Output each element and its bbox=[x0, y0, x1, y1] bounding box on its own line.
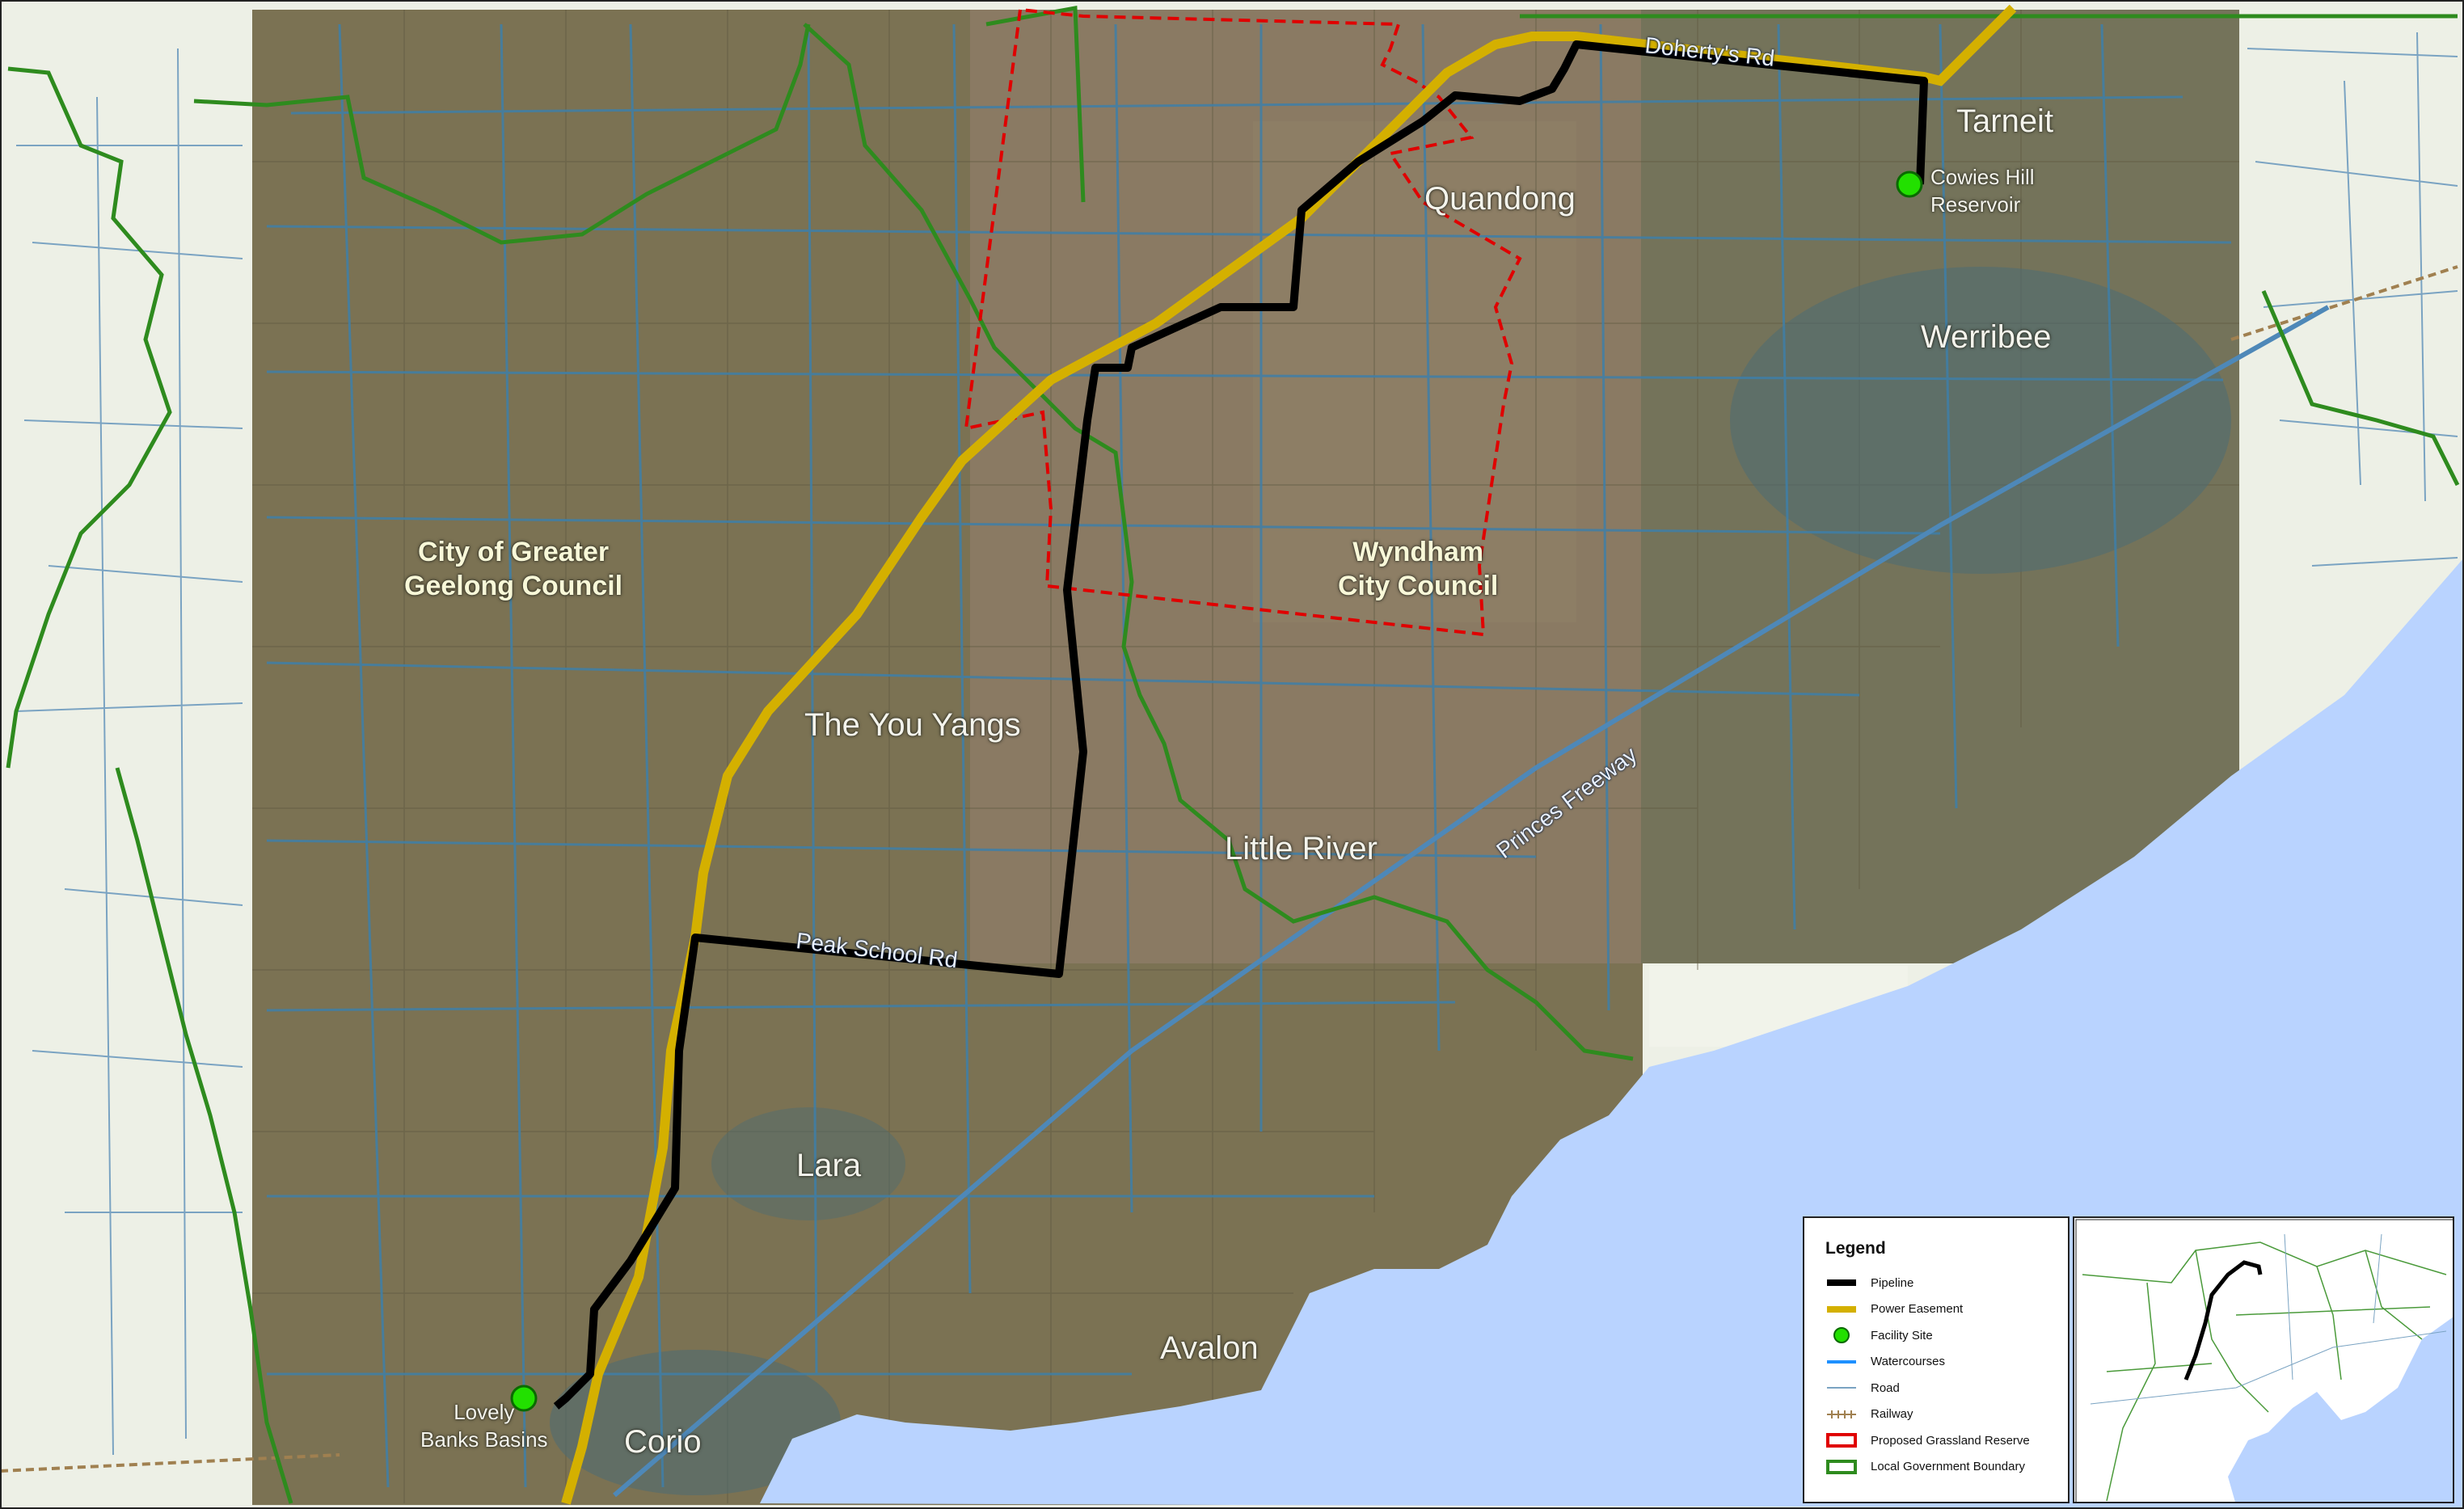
corio-urban bbox=[550, 1350, 841, 1495]
outer-roads bbox=[15, 32, 2458, 1456]
label-wyndham-council: Wyndham City Council bbox=[1338, 535, 1498, 603]
grassland-reserve-icon bbox=[1825, 1432, 1858, 1448]
label-lovely-banks: Lovely Banks Basins bbox=[420, 1398, 548, 1453]
label-geelong-council: City of Greater Geelong Council bbox=[404, 535, 622, 603]
power-easement-icon bbox=[1825, 1301, 1858, 1317]
label-tarneit: Tarneit bbox=[1956, 103, 2054, 139]
inset-lga-lines bbox=[2082, 1241, 2447, 1502]
legend-row-power-easement: Power Easement bbox=[1825, 1296, 2068, 1323]
label-lovely-banks-line2: Banks Basins bbox=[420, 1427, 548, 1452]
label-wyndham-council-line2: City Council bbox=[1338, 571, 1499, 601]
cowies-hill-facility-site[interactable] bbox=[1896, 171, 1923, 198]
label-avalon: Avalon bbox=[1160, 1330, 1259, 1366]
facility-site-icon bbox=[1825, 1327, 1858, 1344]
inset-pipeline bbox=[2183, 1260, 2263, 1380]
legend-row-grassland-reserve: Proposed Grassland Reserve bbox=[1825, 1427, 2068, 1454]
legend-row-lga-boundary: Local Government Boundary bbox=[1825, 1454, 2068, 1481]
roads-overlay bbox=[266, 23, 2232, 1488]
legend-label-pipeline: Pipeline bbox=[1871, 1275, 1914, 1290]
label-lovely-banks-line1: Lovely bbox=[454, 1400, 515, 1424]
grassland-reserve-boundary bbox=[964, 7, 1522, 637]
legend-label-facility-site: Facility Site bbox=[1871, 1328, 1933, 1343]
label-wyndham-council-line1: Wyndham bbox=[1352, 537, 1484, 567]
pipeline-line bbox=[553, 40, 1928, 1410]
label-lara: Lara bbox=[796, 1148, 862, 1183]
legend-title: Legend bbox=[1825, 1239, 1886, 1258]
railway-east bbox=[2230, 265, 2458, 341]
label-cowies-hill-line2: Reservoir bbox=[1930, 192, 2021, 217]
legend-label-road: Road bbox=[1871, 1380, 1900, 1395]
legend-row-watercourses: Watercourses bbox=[1825, 1349, 2068, 1376]
power-easement-line bbox=[561, 4, 2017, 1505]
inset-bay bbox=[2228, 1317, 2453, 1502]
inset-roads bbox=[2090, 1233, 2447, 1405]
lga-boundaries bbox=[6, 6, 2460, 1504]
legend-row-pipeline: Pipeline bbox=[1825, 1270, 2068, 1296]
road-icon bbox=[1825, 1380, 1858, 1396]
inset-locator-map bbox=[2073, 1216, 2454, 1503]
label-werribee: Werribee bbox=[1921, 319, 2052, 355]
pipeline-icon bbox=[1825, 1275, 1858, 1291]
label-you-yangs: The You Yangs bbox=[804, 707, 1021, 743]
watercourse-icon bbox=[1825, 1354, 1858, 1370]
label-cowies-hill: Cowies Hill Reservoir bbox=[1930, 163, 2035, 218]
legend-row-road: Road bbox=[1825, 1375, 2068, 1402]
lovely-banks-facility-site[interactable] bbox=[510, 1385, 538, 1412]
label-geelong-council-line2: Geelong Council bbox=[404, 571, 623, 601]
werribee-urban bbox=[1730, 267, 2231, 574]
label-corio: Corio bbox=[624, 1424, 702, 1460]
label-geelong-council-line1: City of Greater bbox=[417, 537, 610, 567]
princes-freeway-line bbox=[613, 305, 2330, 1498]
legend-row-facility-site: Facility Site bbox=[1825, 1322, 2068, 1349]
inset-frame bbox=[2075, 1219, 2453, 1502]
legend-label-lga-boundary: Local Government Boundary bbox=[1871, 1460, 2025, 1474]
railway-icon bbox=[1825, 1406, 1858, 1423]
legend-label-railway: Railway bbox=[1871, 1407, 1913, 1422]
lga-boundary-icon bbox=[1825, 1459, 1858, 1475]
legend-label-grassland-reserve: Proposed Grassland Reserve bbox=[1871, 1433, 2030, 1448]
label-quandong: Quandong bbox=[1424, 181, 1576, 217]
lara-urban bbox=[711, 1107, 905, 1220]
label-little-river: Little River bbox=[1225, 831, 1378, 866]
label-cowies-hill-line1: Cowies Hill bbox=[1930, 165, 2035, 189]
inset-map-graphics bbox=[2074, 1218, 2453, 1502]
legend-row-railway: Railway bbox=[1825, 1402, 2068, 1428]
legend-panel: Legend Pipeline Power Easement Facility … bbox=[1803, 1216, 2070, 1503]
railway-west bbox=[0, 1453, 340, 1473]
legend-label-watercourses: Watercourses bbox=[1871, 1355, 1945, 1369]
legend-label-power-easement: Power Easement bbox=[1871, 1302, 1964, 1317]
